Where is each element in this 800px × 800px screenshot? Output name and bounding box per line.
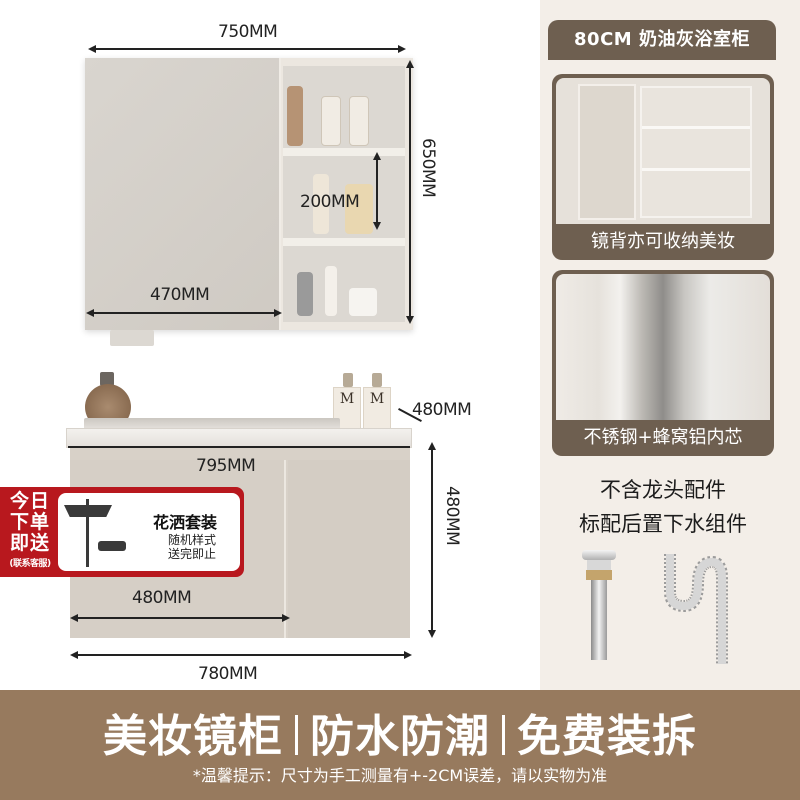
sink-basin: [84, 418, 340, 430]
top-width-label: 795MM: [196, 456, 256, 476]
promo-line2: 下单: [9, 511, 50, 533]
arrow-down-icon: [406, 316, 414, 324]
dimension-line: [92, 48, 402, 50]
drain-hose-icon: [664, 554, 728, 664]
arrow-right-icon: [282, 614, 290, 622]
shelf: [283, 238, 405, 246]
dimension-line: [376, 156, 378, 226]
cabinet-interior: [640, 86, 752, 218]
arrow-up-icon: [428, 442, 436, 450]
vanity-door-width-label: 480MM: [132, 588, 192, 608]
arrow-up-icon: [373, 152, 381, 160]
promo-line3: 即送: [9, 532, 50, 554]
note-no-faucet: 不含龙头配件: [600, 478, 726, 502]
feature-card-material: 不锈钢+蜂窝铝内芯: [552, 270, 774, 456]
promo-card: 花洒套装 随机样式 送完即止: [58, 493, 240, 571]
promo-line1: 今日: [9, 490, 50, 512]
promo-title: 花洒套装: [153, 513, 218, 532]
disclaimer: *温馨提示：尺寸为手工测量有+-2CM误差，请以实物为准: [192, 766, 608, 785]
shower-valve-icon: [98, 541, 126, 551]
mirror-width-label: 750MM: [218, 22, 278, 42]
vanity-countertop: [66, 428, 412, 448]
cabinet-open-image: [556, 78, 770, 224]
dimension-line: [431, 446, 433, 634]
perfume-cap: [100, 372, 114, 386]
mirror-door: [85, 58, 281, 330]
arrow-left-icon: [70, 614, 78, 622]
dimension-line: [90, 312, 276, 314]
promo-sub-line1: 随机样式: [168, 533, 217, 547]
tube-icon: [325, 266, 337, 316]
feature-caption: 镜背亦可收纳美妆: [591, 231, 735, 252]
arrow-left-icon: [88, 45, 96, 53]
bottle-icon: [345, 184, 373, 234]
note-drain-kit: 标配后置下水组件: [579, 512, 747, 536]
dimension-line: [74, 617, 284, 619]
promo-badge[interactable]: 今日 下单 即送 (联系客服) 花洒套装 随机样式 送完即止: [0, 487, 244, 577]
bottle-icon: [287, 86, 303, 146]
arrow-down-icon: [373, 222, 381, 230]
shower-head-icon: [64, 505, 112, 517]
open-shelves: [283, 66, 405, 322]
mirror-height-label: 650MM: [418, 138, 438, 198]
promo-contact: (联系客服): [9, 559, 51, 569]
promo-left: 今日 下单 即送 (联系客服): [4, 490, 56, 570]
door-width-label: 470MM: [150, 285, 210, 305]
banner-item-waterproof: 防水防潮: [310, 711, 490, 762]
soap-bottle: M: [363, 387, 391, 431]
shower-icon: [86, 499, 89, 567]
arrow-right-icon: [274, 309, 282, 317]
bottle-icon: [349, 96, 369, 146]
banner-features: 美妆镜柜防水防潮免费装拆: [0, 700, 800, 764]
dimension-line: [68, 446, 410, 448]
arrow-left-icon: [70, 651, 78, 659]
feature-banner: 美妆镜柜防水防潮免费装拆 *温馨提示：尺寸为手工测量有+-2CM误差，请以实物为…: [0, 690, 800, 800]
banner-item-free-install: 免费装拆: [517, 711, 697, 762]
cup-icon: [297, 272, 313, 316]
product-title: 80CM 奶油灰浴室柜: [548, 20, 776, 60]
tissue-holder: [110, 330, 154, 346]
separator: [295, 715, 298, 755]
mirror-cabinet: [85, 58, 413, 330]
arrow-down-icon: [428, 630, 436, 638]
jar-icon: [349, 288, 377, 316]
vanity-height-label: 480MM: [442, 486, 462, 546]
shelf: [283, 148, 405, 156]
bottle-icon: [321, 96, 341, 146]
drain-plug-icon: [582, 550, 616, 662]
promo-sub-line2: 送完即止: [168, 547, 217, 561]
banner-item-makeup-mirror: 美妆镜柜: [103, 711, 283, 762]
vanity-door-right: [288, 460, 410, 638]
promo-subtitle: 随机样式 送完即止: [168, 533, 216, 561]
arrow-left-icon: [86, 309, 94, 317]
depth-label: 480MM: [412, 400, 472, 420]
base-width-label: 780MM: [198, 664, 258, 684]
bottle-icon: [313, 174, 329, 234]
feature-card-storage: 镜背亦可收纳美妆: [552, 74, 774, 260]
honeycomb-core-image: [556, 274, 770, 420]
arrow-up-icon: [406, 60, 414, 68]
separator: [502, 715, 505, 755]
pump-icon: [372, 373, 382, 387]
dimension-line: [409, 64, 411, 320]
arrow-right-icon: [404, 651, 412, 659]
feature-caption: 不锈钢+蜂窝铝内芯: [583, 427, 743, 448]
dimension-line: [74, 654, 406, 656]
mirror-back-panel: [578, 84, 636, 220]
shelf-height-label: 200MM: [300, 192, 360, 212]
arrow-right-icon: [398, 45, 406, 53]
pump-icon: [343, 373, 353, 387]
